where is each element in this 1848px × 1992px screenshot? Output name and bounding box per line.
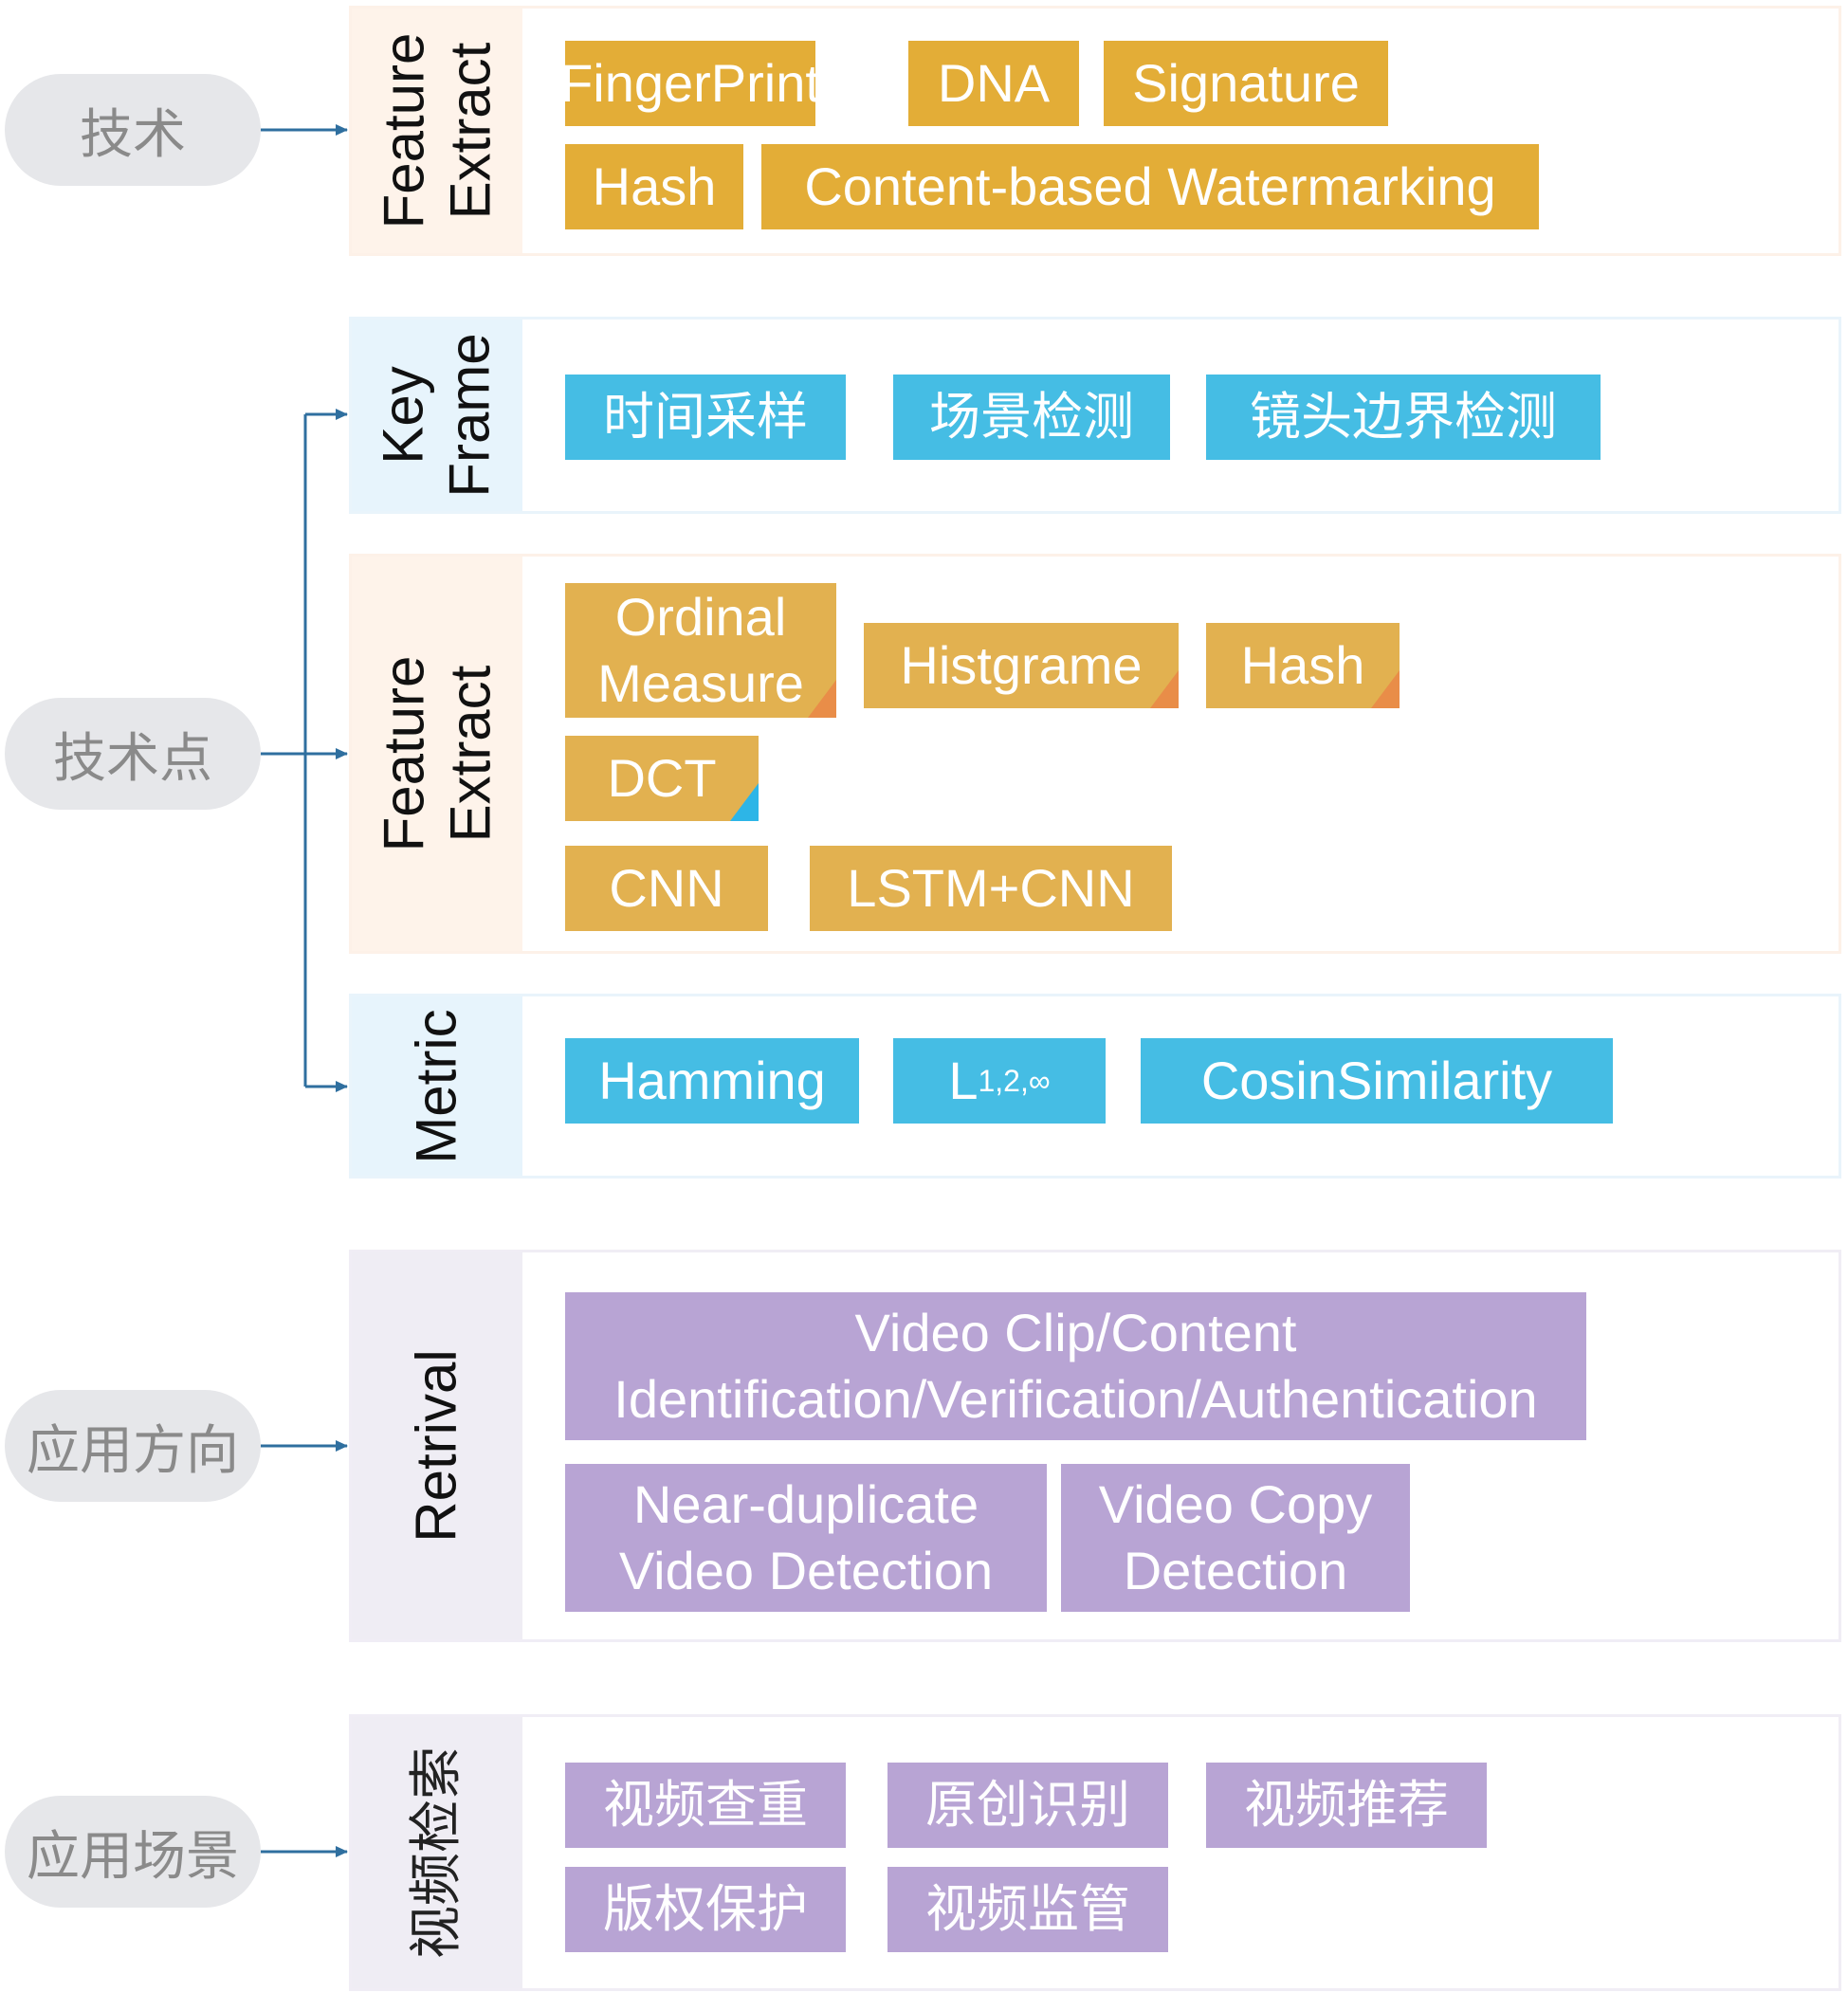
category-tech: 技术 [5,74,261,186]
tag-content-watermarking: Content-based Watermarking [761,144,1539,229]
keyframe-panel: Key Frame 时间采样 场景检测 镜头边界检测 [349,317,1841,514]
tag-video-clip-identification: Video Clip/Content Identification/Verifi… [565,1292,1586,1440]
retrival-panel: Retrival Video Clip/Content Identificati… [349,1250,1841,1642]
tag-ordinal-measure: Ordinal Measure [565,583,836,718]
tag-cnn: CNN [565,846,768,931]
video-retrieval-panel: 视频检索 视频查重 原创识别 视频推荐 版权保护 视频监管 [349,1714,1841,1991]
ordinal-corner-marker [808,680,836,718]
tag-cosine-similarity: CosinSimilarity [1141,1038,1613,1124]
tag-frame-hash: Hash [1206,623,1400,708]
video-retrieval-title: 视频检索 [406,1746,467,1959]
tag-video-recommendation: 视频推荐 [1206,1763,1487,1848]
lp-norm-subscript: 1,2,∞ [978,1064,1051,1098]
tag-hamming: Hamming [565,1038,859,1124]
metric-title: Metric [405,1008,468,1164]
tag-original-recognition: 原创识别 [887,1763,1168,1848]
histgrame-corner-marker [1150,670,1179,708]
tech-feature-header: Feature Extract [352,9,522,253]
tag-video-dedup: 视频查重 [565,1763,846,1848]
tag-fingerprint: FingerPrint [565,41,815,126]
tag-lstm-cnn: LSTM+CNN [810,846,1172,931]
tag-dna: DNA [908,41,1079,126]
frame-feature-header: Feature Extract [352,557,522,951]
tag-video-supervision: 视频监管 [887,1867,1168,1952]
tag-scene-detection: 场景检测 [893,375,1170,460]
tag-hash: Hash [565,144,743,229]
tag-dct: DCT [565,736,759,821]
keyframe-header: Key Frame [352,320,522,511]
tag-shot-boundary-detection: 镜头边界检测 [1206,375,1601,460]
tag-copyright-protection: 版权保护 [565,1867,846,1952]
dct-corner-marker [730,783,759,821]
tag-signature: Signature [1104,41,1388,126]
metric-header: Metric [352,996,522,1176]
category-app-direction: 应用方向 [5,1390,261,1502]
category-app-scenario: 应用场景 [5,1796,261,1908]
category-tech-points: 技术点 [5,698,261,810]
frame-feature-panel: Feature Extract Ordinal Measure Histgram… [349,554,1841,954]
tech-feature-title: Feature Extract [372,32,502,229]
retrival-header: Retrival [352,1252,522,1639]
hash-corner-marker [1371,670,1400,708]
tag-time-sampling: 时间采样 [565,375,846,460]
tag-histgrame: Histgrame [864,623,1179,708]
video-retrieval-header: 视频检索 [352,1717,522,1988]
tag-video-copy-detection: Video Copy Detection [1061,1464,1410,1612]
tech-feature-panel: Feature Extract FingerPrint DNA Signatur… [349,6,1841,256]
keyframe-title: Key Frame [371,333,502,498]
frame-feature-title: Feature Extract [372,655,502,852]
tag-near-duplicate-detection: Near-duplicate Video Detection [565,1464,1047,1612]
retrival-title: Retrival [405,1349,469,1543]
